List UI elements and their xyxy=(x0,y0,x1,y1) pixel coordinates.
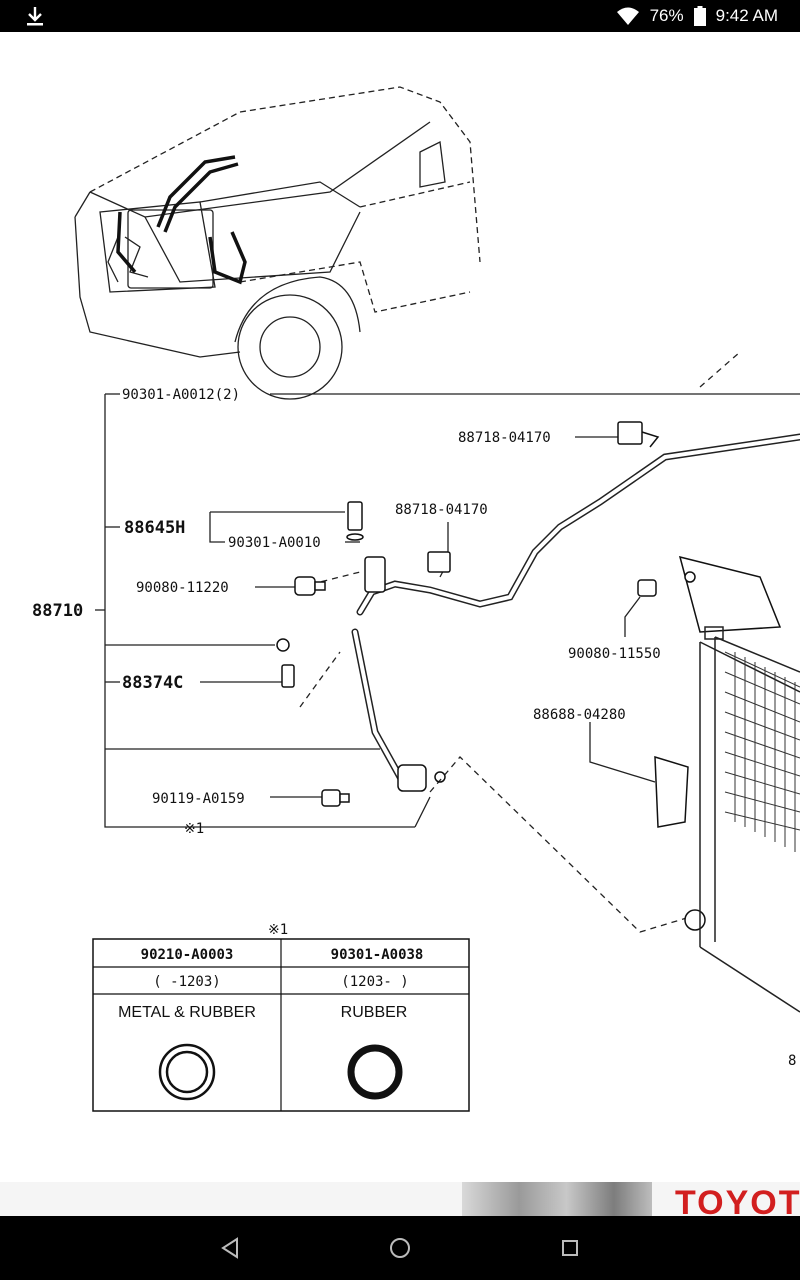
callout-labels: 90301-A0012(2) 88718-04170 88645H 90301-… xyxy=(32,387,796,1069)
truck-illustration xyxy=(74,86,481,400)
download-arrow-icon xyxy=(27,7,43,26)
legend-note: ※1 xyxy=(268,922,288,938)
ad-product-image[interactable] xyxy=(462,1182,652,1216)
status-time: 9:42 AM xyxy=(715,6,778,25)
legend-col1-range: ( -1203) xyxy=(153,974,220,990)
parts-diagram[interactable]: 90301-A0012(2) 88718-04170 88645H 90301-… xyxy=(0,32,800,1182)
home-circle-icon[interactable] xyxy=(384,1232,416,1264)
label-90119-a0159: 90119-A0159 xyxy=(152,791,245,807)
legend-col1-material: METAL & RUBBER xyxy=(118,1004,256,1021)
small-parts xyxy=(276,421,782,931)
label-note1: ※1 xyxy=(184,821,204,837)
navigation-bar xyxy=(0,1216,800,1280)
status-bar: 76% 9:42 AM xyxy=(0,0,800,32)
truck-wiring xyxy=(116,155,247,285)
label-88718-04170-top: 88718-04170 xyxy=(458,430,551,446)
label-90080-11220: 90080-11220 xyxy=(136,580,229,596)
ad-brand-text[interactable]: TOYOT xyxy=(675,1184,800,1216)
label-88645h: 88645H xyxy=(124,518,185,538)
label-90301-a0012: 90301-A0012(2) xyxy=(122,387,240,403)
label-90080-11550: 90080-11550 xyxy=(568,646,661,662)
status-right-group: 76% 9:42 AM xyxy=(616,4,778,28)
recents-square-icon[interactable] xyxy=(554,1232,586,1264)
label-88-cut: 8 xyxy=(788,1053,796,1069)
legend-table: ※1 90210-A0003 90301-A0038 ( -1203) (120… xyxy=(92,922,470,1112)
label-90301-a0010: 90301-A0010 xyxy=(228,535,321,551)
label-88710: 88710 xyxy=(32,601,83,621)
parts-diagram-svg: 90301-A0012(2) 88718-04170 88645H 90301-… xyxy=(32,86,800,1112)
label-88718-04170-mid: 88718-04170 xyxy=(395,502,488,518)
battery-icon xyxy=(693,6,706,26)
legend-col2-range: (1203- ) xyxy=(341,974,408,990)
legend-col1-part: 90210-A0003 xyxy=(141,947,234,963)
metal-rubber-ring-icon xyxy=(158,1043,216,1101)
condenser-grid xyxy=(724,651,800,852)
condenser xyxy=(699,626,800,1013)
callout-lines xyxy=(95,393,800,828)
legend-col2-material: RUBBER xyxy=(341,1004,408,1021)
rubber-ring-icon xyxy=(347,1044,403,1100)
back-triangle-icon[interactable] xyxy=(214,1232,246,1264)
label-88374c: 88374C xyxy=(122,673,183,693)
label-88688-04280: 88688-04280 xyxy=(533,707,626,723)
battery-percent: 76% xyxy=(649,6,684,25)
ad-banner[interactable]: TOYOT xyxy=(0,1182,800,1216)
wifi-icon xyxy=(616,7,639,25)
legend-col2-part: 90301-A0038 xyxy=(331,947,424,963)
